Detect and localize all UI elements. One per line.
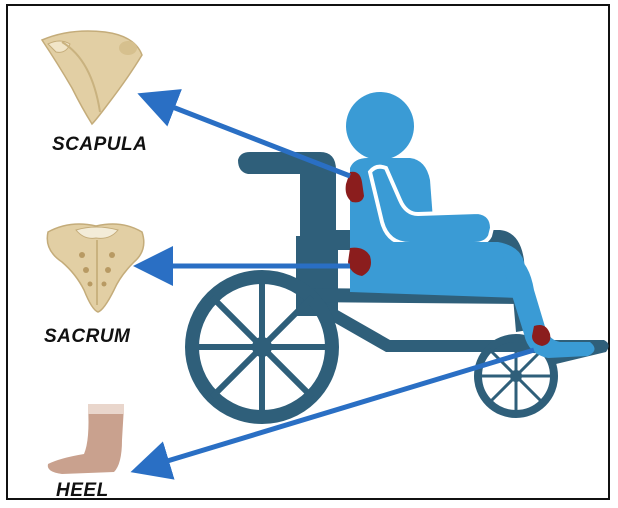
sacrum-label: SACRUM [44,326,130,348]
seated-person-icon [346,92,595,358]
sacrum-bone-icon [47,224,144,312]
scapula-bone-icon [42,31,142,124]
heel-foot-icon [48,404,124,474]
heel-label: HEEL [56,480,109,502]
scapula-label: SCAPULA [52,134,147,156]
